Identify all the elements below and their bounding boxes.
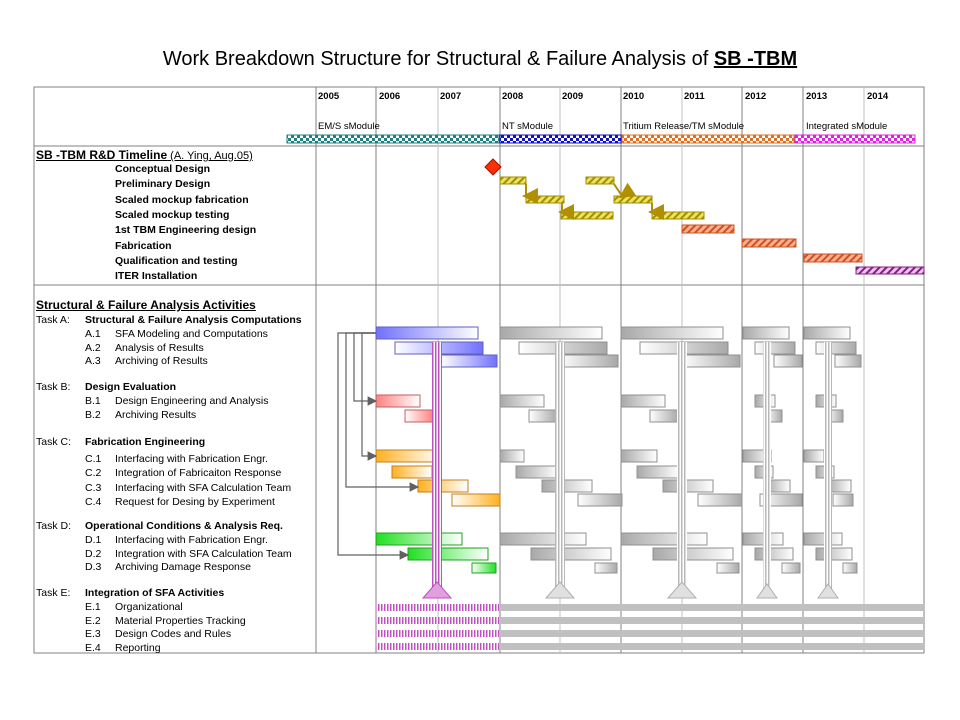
module-label: EM/S sModule [318, 121, 380, 132]
subtask-label: Design Engineering and Analysis [115, 395, 269, 407]
timeline-item: Fabrication [115, 239, 172, 252]
subtask-label: Archiving Results [115, 408, 197, 421]
module-bar-ems [286, 134, 500, 144]
task-a-bars [375, 326, 498, 368]
milestone-diamond [484, 158, 502, 176]
subtask-label: Archiving of Results [115, 355, 208, 368]
bar-scaled-test-2 [651, 211, 705, 220]
year-label: 2008 [502, 91, 524, 102]
timeline-item: 1st TBM Engineering design [115, 224, 257, 237]
subtask-code: D.1 [85, 534, 102, 546]
module-label: NT sModule [502, 121, 554, 132]
bar-preliminary-1 [499, 176, 527, 185]
task-id: Task E: [36, 587, 71, 599]
feedback-arrows [337, 332, 420, 560]
task-name: Fabrication Engineering [85, 436, 206, 448]
task-b-bars [375, 394, 434, 423]
module-bar-tritium [621, 134, 795, 144]
subtask-code: D.2 [85, 547, 102, 560]
task-name: Structural & Failure Analysis Computatio… [85, 314, 302, 326]
bar-fabrication [741, 238, 797, 248]
bar-installation [855, 266, 925, 275]
timeline-bars [499, 176, 925, 275]
year-label: 2006 [379, 91, 401, 102]
subtask-label: Archiving Damage Response [115, 561, 251, 574]
task-id: Task A: [36, 314, 70, 326]
subtask-code: C.3 [85, 481, 102, 494]
sfa-header: Structural & Failure Analysis Activities [36, 298, 256, 312]
bar-scaled-fab-1 [525, 195, 565, 204]
bar-tbm-design [681, 224, 735, 234]
task-name: Design Evaluation [85, 381, 177, 393]
task-id: Task C: [36, 436, 72, 448]
module-label: Tritium Release/TM sModule [623, 121, 745, 132]
task-id: Task D: [36, 520, 72, 532]
subtask-label: SFA Modeling and Computations [115, 328, 268, 340]
bar-scaled-test-1 [560, 211, 614, 220]
subtask-label: Design Codes and Rules [115, 628, 232, 641]
year-label: 2009 [562, 91, 584, 102]
timeline-item: Qualification and testing [115, 254, 238, 267]
timeline-item: Scaled mockup fabrication [115, 193, 249, 206]
page-title: Work Breakdown Structure for Structural … [162, 48, 798, 70]
subtask-label: Interfacing with Fabrication Engr. [115, 453, 268, 465]
subtask-label: Interfacing with Fabrication Engr. [115, 534, 268, 546]
subtask-code: B.2 [85, 408, 101, 421]
subtask-label: Integration of Fabricaiton Response [115, 467, 282, 480]
subtask-label: Material Properties Tracking [115, 614, 246, 627]
timeline-item: Preliminary Design [115, 178, 211, 191]
subtask-code: C.4 [85, 495, 102, 508]
year-label: 2014 [867, 91, 889, 102]
year-label: 2005 [318, 91, 340, 102]
subtask-code: E.2 [85, 614, 101, 627]
timeline-item: Scaled mockup testing [115, 208, 230, 221]
year-label: 2007 [440, 91, 462, 102]
year-label: 2013 [806, 91, 828, 102]
subtask-code: A.2 [85, 341, 101, 354]
subtask-code: B.1 [85, 395, 101, 407]
subtask-code: E.1 [85, 601, 101, 613]
module-bar-nt [499, 134, 622, 144]
timeline-item: ITER Installation [115, 270, 198, 283]
module-bar-integrated [794, 134, 916, 144]
integration-stems [421, 342, 839, 599]
year-label: 2010 [623, 91, 645, 102]
subtask-code: A.1 [85, 328, 101, 340]
bar-scaled-fab-2 [613, 195, 653, 204]
bar-preliminary-2 [585, 176, 615, 185]
timeline-item: Conceptual Design [115, 163, 211, 175]
task-c-bars [375, 449, 501, 507]
subtask-label: Organizational [115, 601, 183, 613]
subtask-label: Analysis of Results [115, 341, 204, 354]
subtask-code: E.4 [85, 641, 101, 654]
task-e-bars [376, 604, 924, 650]
subtask-code: E.3 [85, 628, 101, 641]
task-id: Task B: [36, 381, 71, 393]
task-name: Operational Conditions & Analysis Req. [85, 520, 283, 532]
subtask-code: A.3 [85, 355, 101, 368]
subtask-label: Request for Desing by Experiment [115, 495, 275, 508]
timeline-header: SB -TBM R&D Timeline (A. Ying, Aug.05) [36, 148, 253, 162]
year-label: 2011 [684, 91, 705, 102]
subtask-label: Interfacing with SFA Calculation Team [115, 481, 292, 494]
subtask-code: C.1 [85, 453, 102, 465]
title-emphasis: SB -TBM [713, 48, 798, 70]
module-label: Integrated sModule [806, 121, 888, 132]
timeline-links [522, 182, 664, 220]
subtask-code: D.3 [85, 561, 102, 574]
year-label: 2012 [745, 91, 767, 102]
task-name: Integration of SFA Activities [85, 587, 225, 599]
subtask-label: Integration with SFA Calculation Team [115, 547, 292, 560]
subtask-label: Reporting [115, 641, 161, 654]
bar-qualification [803, 253, 863, 263]
subtask-code: C.2 [85, 467, 102, 480]
